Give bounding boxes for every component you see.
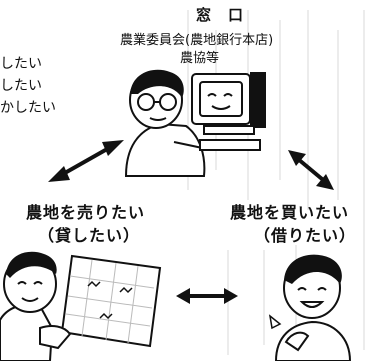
counter-subtitle-2: 農協等 [180,51,220,66]
left-partial-line-3: かしたい [0,100,56,116]
buyer-label-line2: （借りたい） [254,226,357,245]
farmer-with-map-icon [0,251,162,361]
arrow-counter-to-buyer-icon [288,150,334,190]
seller-label-line2: （貸したい） [38,226,141,245]
left-partial-line-2: したい [0,78,42,94]
seller-label-line1: 農地を売りたい [26,203,146,222]
left-partial-line-1: したい [0,56,42,72]
clerk-at-computer-icon [124,69,266,177]
young-man-pointing-icon [268,254,352,361]
arrow-seller-to-counter-icon [48,140,124,182]
arrow-seller-to-buyer-icon [176,288,238,304]
counter-subtitle-1: 農業委員会(農地銀行本店) [120,33,274,48]
page-title: 窓 口 [196,6,245,24]
buyer-label-line1: 農地を買いたい [230,203,350,222]
